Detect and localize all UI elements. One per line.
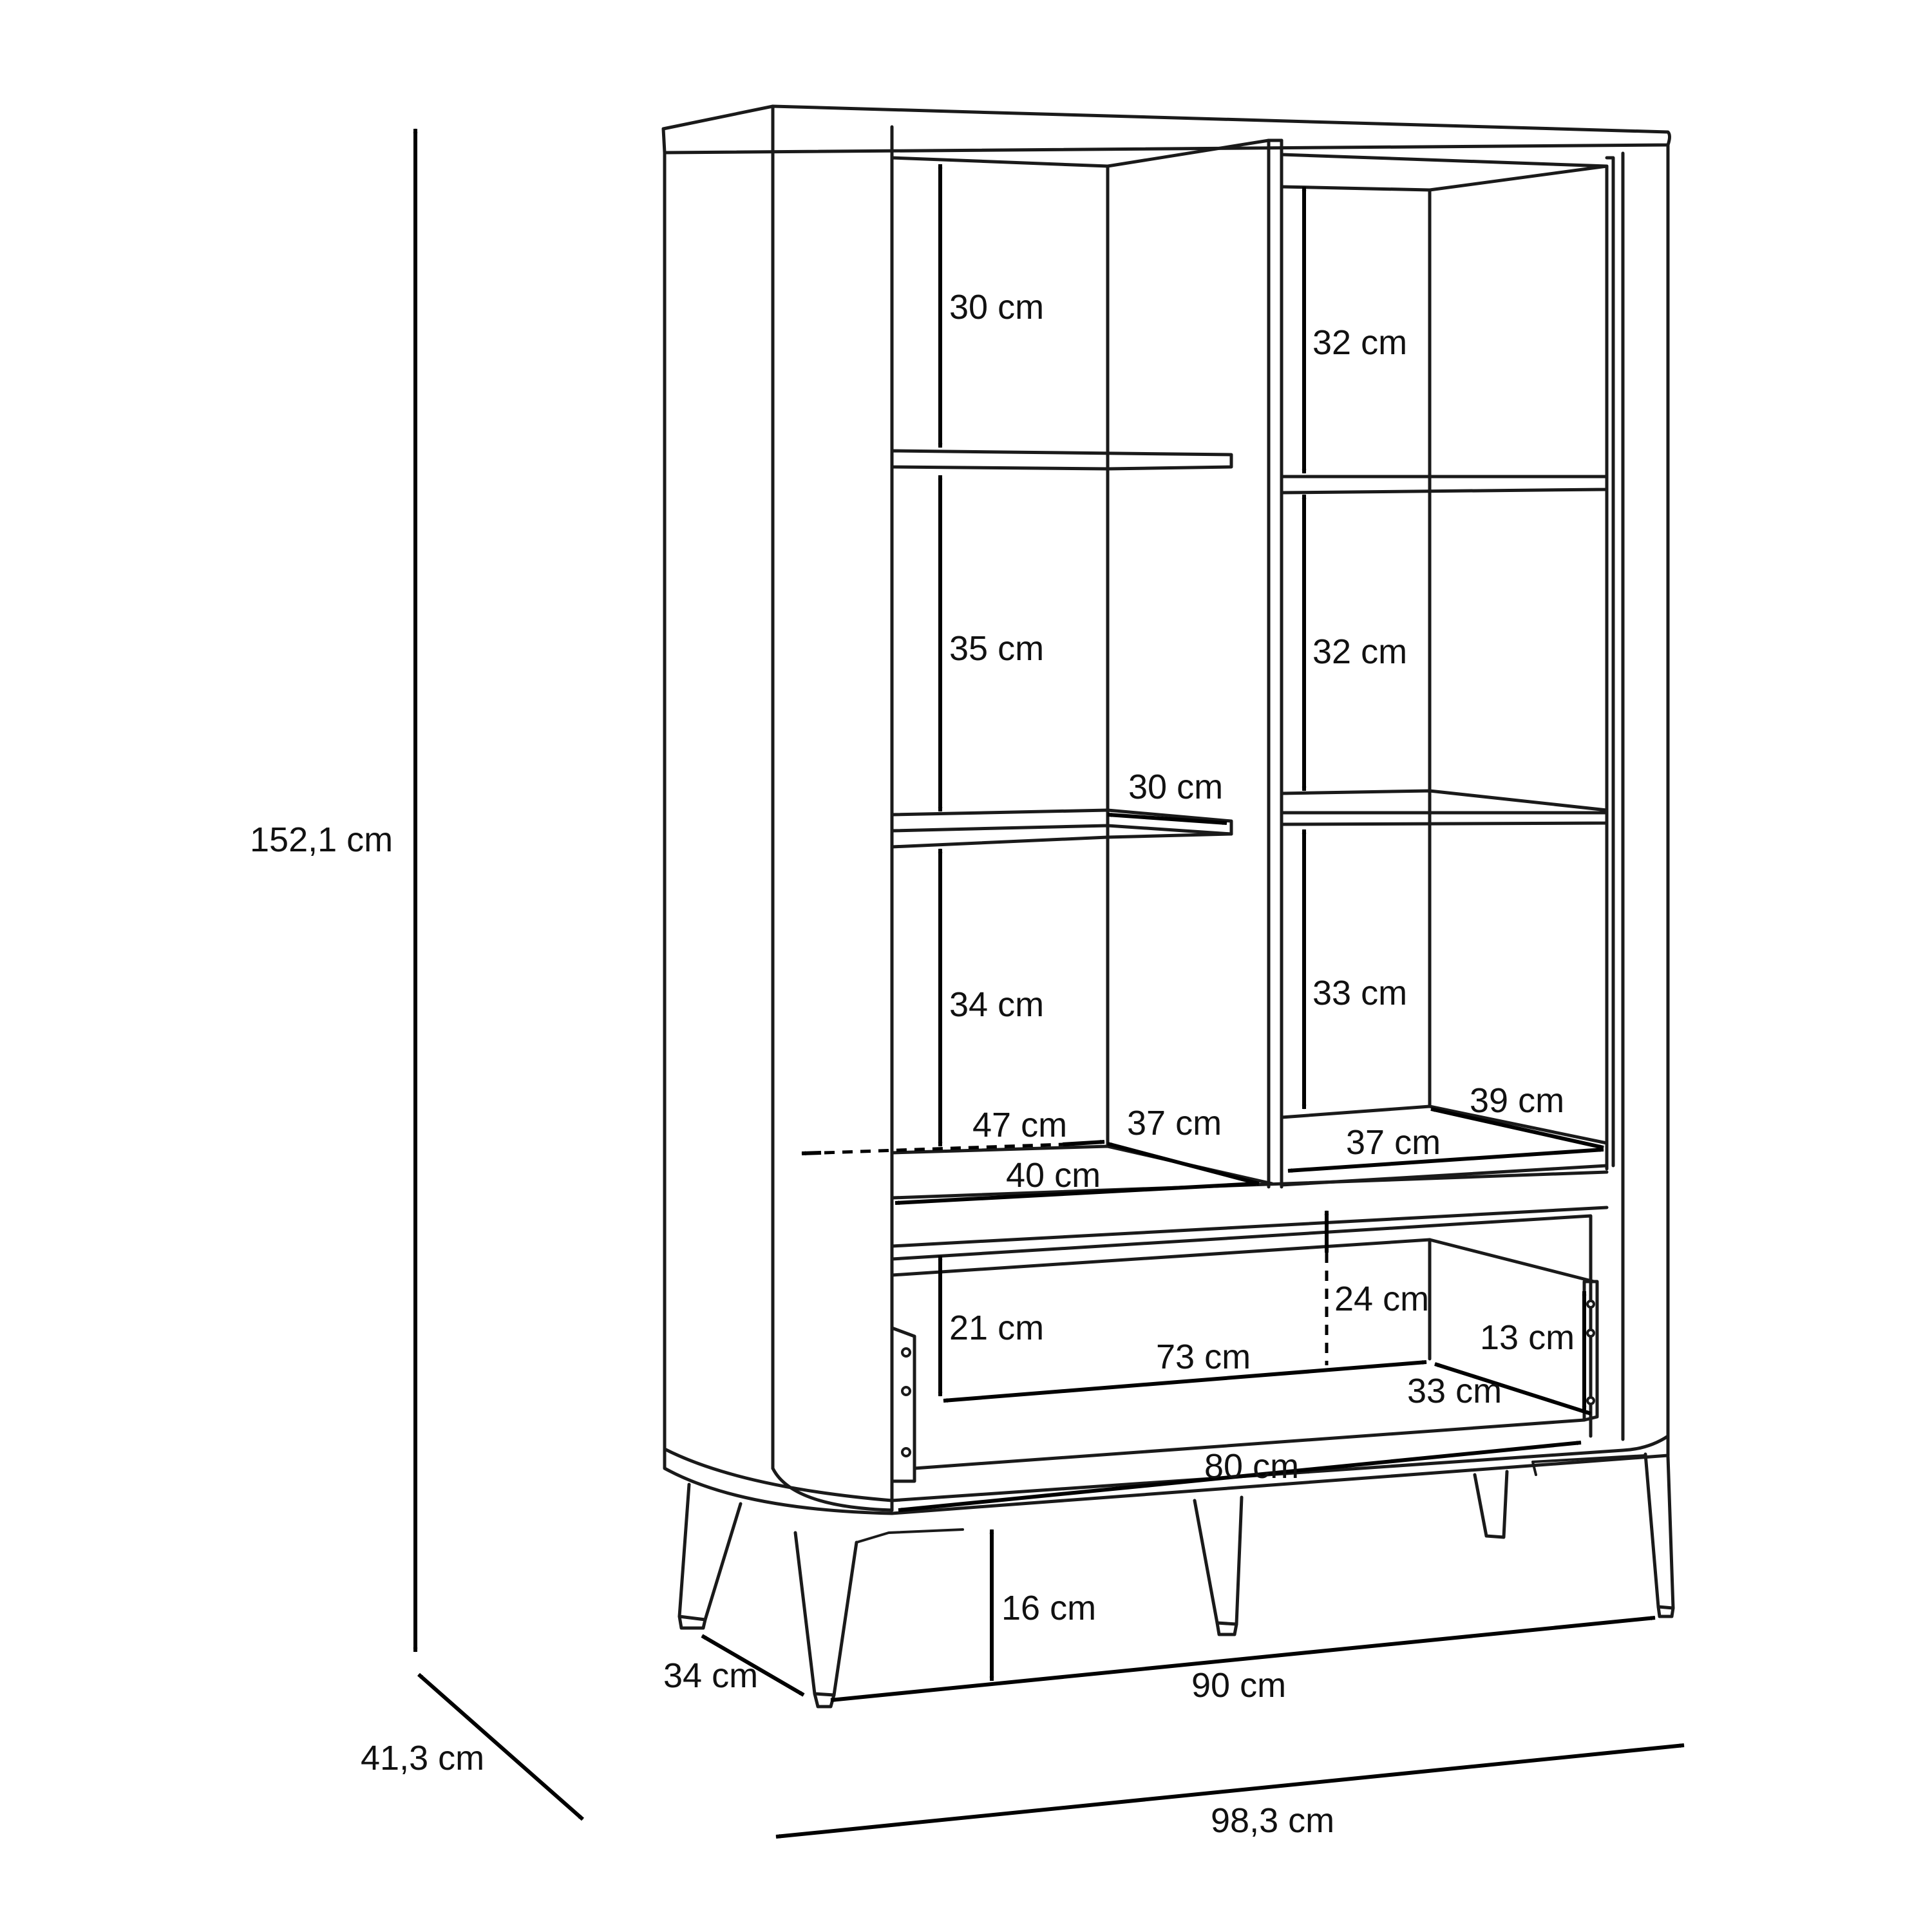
- drawer-inner-height-label: 21 cm: [949, 1309, 1044, 1347]
- left-compartment-width-outer-label: 47 cm: [972, 1106, 1067, 1144]
- drawer-width-label: 80 cm: [1204, 1447, 1299, 1486]
- dimension-labels: 152,1 cm 41,3 cm 98,3 cm 90 cm 34 cm 16 …: [250, 288, 1575, 1840]
- left-shelf-depth-label: 30 cm: [1128, 768, 1223, 806]
- cabinet-drawing: [661, 104, 1675, 1709]
- right-shelf-bottom-height-label: 33 cm: [1312, 974, 1407, 1012]
- left-shelf-middle-height-label: 35 cm: [949, 629, 1044, 668]
- right-shelf-top-height-label: 32 cm: [1312, 323, 1407, 362]
- right-compartment-depth-label: 39 cm: [1470, 1081, 1564, 1120]
- left-compartment-depth-label: 37 cm: [1127, 1104, 1222, 1142]
- left-shelf-bottom-height-label: 34 cm: [949, 985, 1044, 1024]
- drawer-side-height-label: 13 cm: [1480, 1318, 1575, 1357]
- drawer-front-height-label: 24 cm: [1334, 1280, 1429, 1318]
- leg-span-width-label: 90 cm: [1191, 1666, 1286, 1705]
- left-compartment-width-label: 40 cm: [1006, 1156, 1101, 1195]
- leg-height-label: 16 cm: [1001, 1589, 1096, 1627]
- total-height-label: 152,1 cm: [250, 820, 393, 859]
- dimension-lines: [413, 128, 1685, 1839]
- left-shelf-top-height-label: 30 cm: [949, 288, 1044, 327]
- right-shelf-middle-height-label: 32 cm: [1312, 632, 1407, 671]
- total-depth-label: 41,3 cm: [361, 1739, 484, 1777]
- total-width-label: 98,3 cm: [1211, 1801, 1334, 1840]
- leg-span-depth-label: 34 cm: [663, 1656, 758, 1695]
- drawer-inner-width-label: 73 cm: [1156, 1338, 1251, 1376]
- right-compartment-width-label: 37 cm: [1346, 1123, 1441, 1162]
- drawer-inner-depth-label: 33 cm: [1407, 1372, 1502, 1410]
